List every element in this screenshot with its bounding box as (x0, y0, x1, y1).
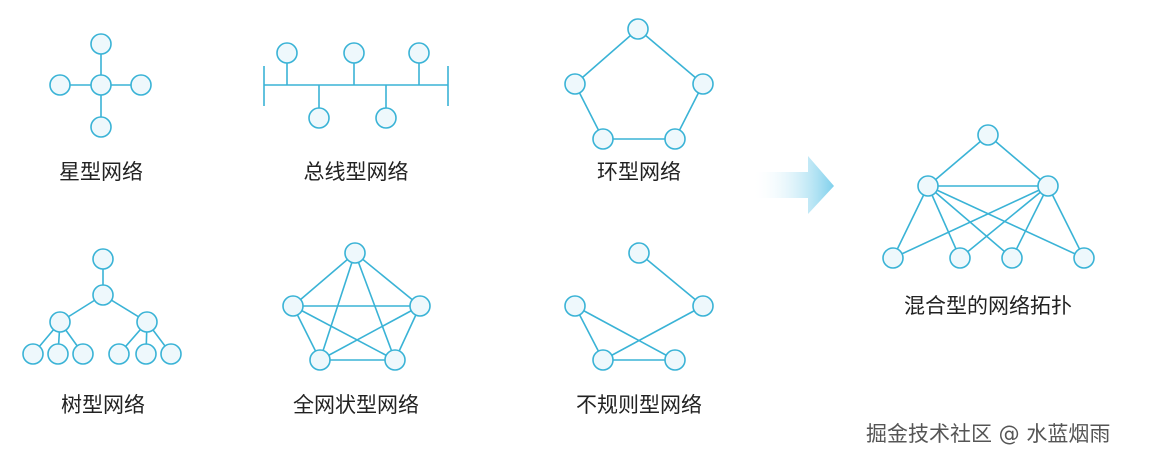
hybrid-network-label: 混合型的网络拓扑 (904, 294, 1072, 318)
star-network-label: 星型网络 (59, 160, 143, 184)
link-line (292, 305, 396, 361)
link-line (354, 252, 421, 307)
network-node (592, 128, 614, 150)
bus-network-label: 总线型网络 (303, 160, 409, 184)
link-line (959, 185, 1049, 259)
star-network-diagram (49, 33, 152, 138)
network-node (72, 343, 94, 365)
network-node (408, 42, 430, 64)
link-line (292, 252, 356, 307)
network-node (692, 73, 714, 95)
link-line (574, 305, 676, 361)
network-node (627, 18, 649, 40)
network-node (344, 242, 366, 264)
full-mesh-network-label: 全网状型网络 (293, 393, 419, 417)
network-node (49, 311, 71, 333)
network-node (628, 242, 650, 264)
ring-network-diagram (564, 18, 714, 150)
link-line (638, 252, 704, 307)
hybrid-network-diagram (882, 124, 1095, 269)
transform-arrow-icon (752, 156, 834, 214)
network-node (692, 295, 714, 317)
network-node (1073, 247, 1095, 269)
link-line (927, 134, 989, 187)
network-node (664, 128, 686, 150)
irregular-network-label: 不规则型网络 (576, 393, 702, 417)
network-node (977, 124, 999, 146)
network-node (664, 349, 686, 371)
network-node (160, 343, 182, 365)
network-node (135, 343, 157, 365)
link-line (637, 28, 704, 85)
link-line (602, 305, 704, 361)
link-line (927, 185, 1085, 259)
network-node (276, 42, 298, 64)
network-node (130, 74, 152, 96)
network-node (90, 33, 112, 55)
network-node (384, 349, 406, 371)
network-node (90, 116, 112, 138)
network-node (343, 42, 365, 64)
bus-network-diagram (263, 42, 449, 129)
network-node (49, 74, 71, 96)
network-node (108, 343, 130, 365)
full-mesh-network-diagram (282, 242, 431, 371)
network-node (409, 295, 431, 317)
network-node (308, 107, 330, 129)
network-node (22, 343, 44, 365)
link-line (892, 185, 929, 259)
ring-network-label: 环型网络 (597, 160, 681, 184)
network-node (1037, 175, 1059, 197)
network-node (1001, 247, 1023, 269)
link-line (927, 185, 961, 259)
network-node (949, 247, 971, 269)
network-node (47, 343, 69, 365)
network-node (136, 311, 158, 333)
link-line (1047, 185, 1085, 259)
tree-network-label: 树型网络 (61, 393, 145, 417)
network-node (564, 295, 586, 317)
link-line (892, 185, 1049, 259)
network-node (917, 175, 939, 197)
network-node (92, 248, 114, 270)
network-node (282, 295, 304, 317)
network-node (375, 107, 397, 129)
watermark: 掘金技术社区 @ 水蓝烟雨 (866, 422, 1111, 446)
network-node (882, 247, 904, 269)
network-node (90, 74, 112, 96)
network-node (564, 73, 586, 95)
link-line (1011, 185, 1049, 259)
network-node (592, 349, 614, 371)
link-line (574, 28, 639, 85)
tree-network-diagram (22, 248, 182, 365)
link-line (987, 134, 1049, 187)
network-node (309, 349, 331, 371)
network-node (92, 284, 114, 306)
irregular-network-diagram (564, 242, 714, 371)
link-line (319, 305, 421, 361)
